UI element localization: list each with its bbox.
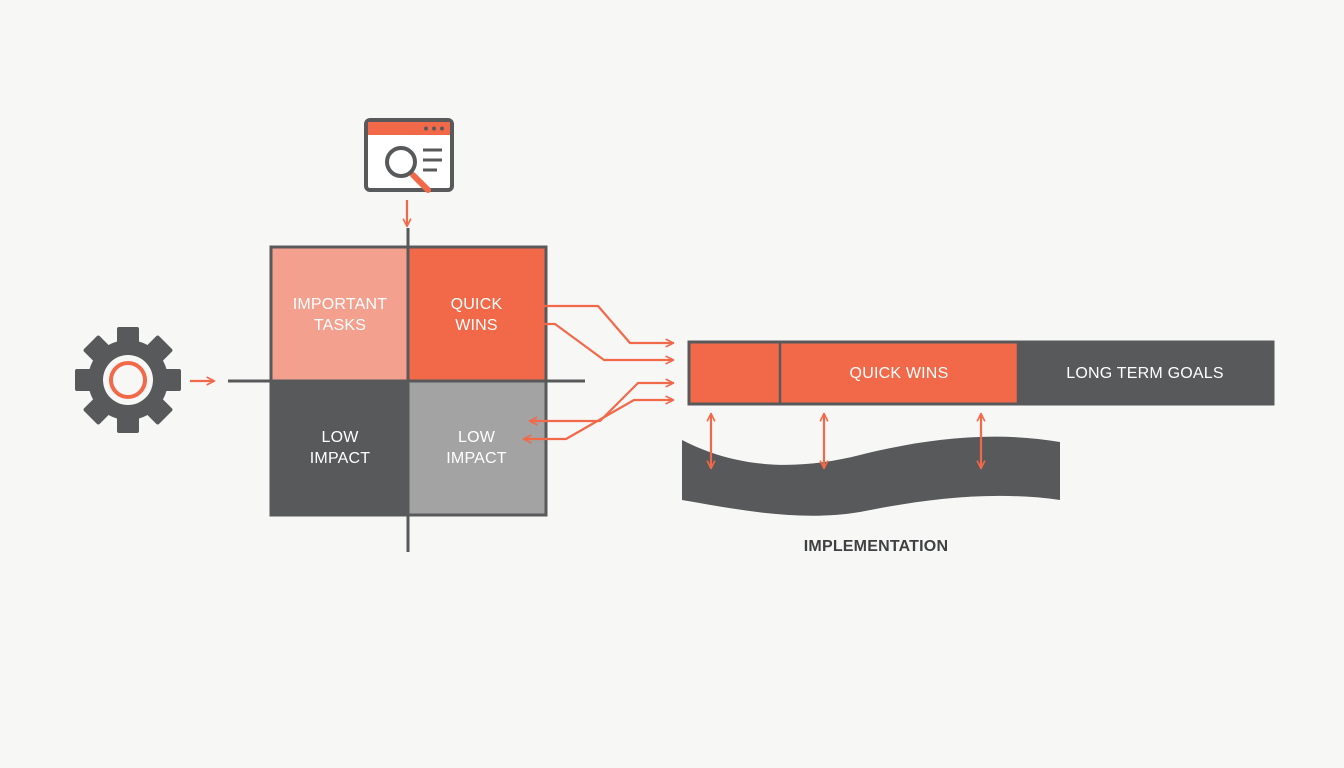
quadrant-important-tasks	[272, 248, 408, 381]
quadrant-low-impact-gray	[408, 381, 545, 514]
timeline-segment-quick-wins	[780, 343, 1018, 403]
browser-search-icon	[364, 118, 454, 193]
gear-icon	[75, 327, 181, 433]
connector-arrows	[521, 301, 675, 444]
timeline-border	[687, 340, 1275, 406]
quadrant-low-impact-dark	[272, 381, 408, 514]
timeline-segment-left	[690, 343, 780, 403]
implementation-wave	[682, 436, 1060, 516]
timeline-segment-long-term	[1018, 343, 1272, 403]
quadrant-quick-wins	[408, 248, 545, 381]
implementation-arrows	[706, 412, 986, 470]
